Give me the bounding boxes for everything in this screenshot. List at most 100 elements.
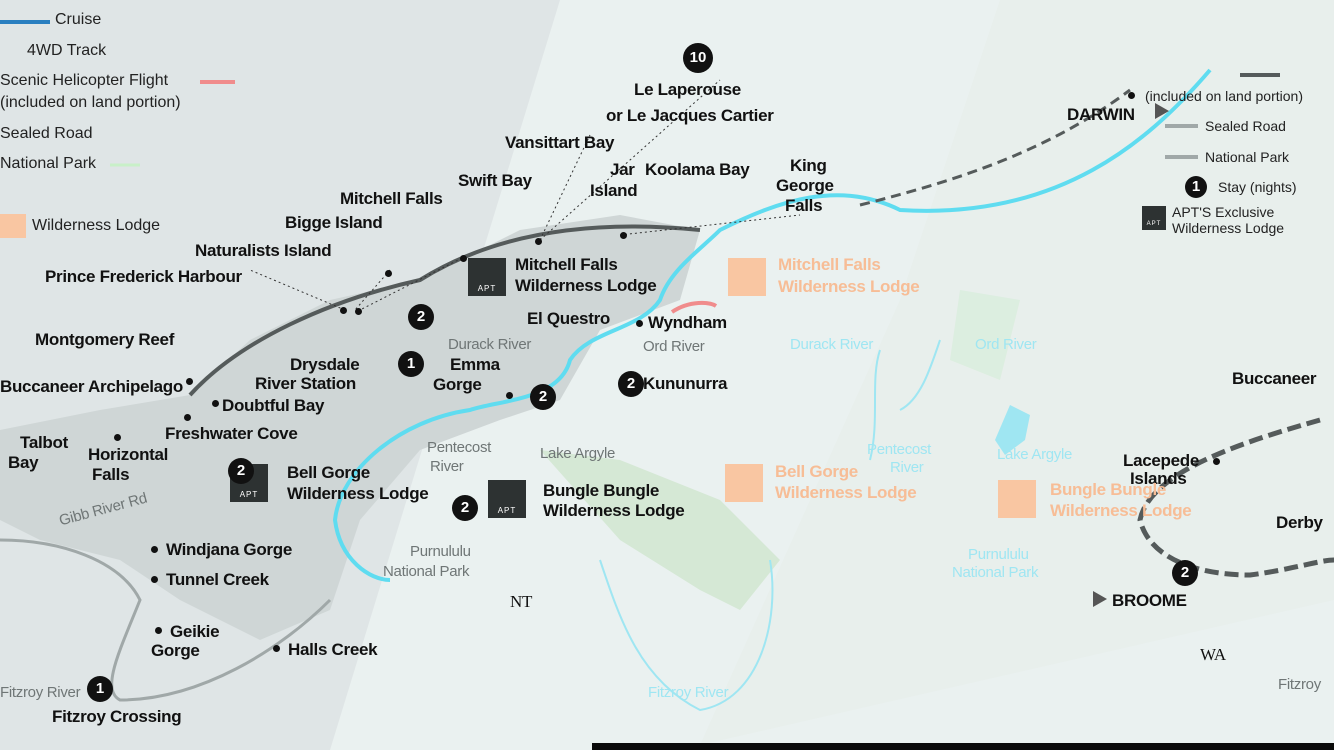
sealed-road [0,538,332,702]
4wd-track [188,224,701,397]
feature-lake-argyle-faded: Lake Argyle [997,446,1073,463]
feature-fitzroy-river: Fitzroy River [0,684,81,701]
legend-helicopter: Scenic Helicopter Flight [0,72,169,89]
feature-fitzroy-river-faded: Fitzroy River [648,684,729,701]
feature-pentecost-river: Pentecost [427,439,492,456]
feature-ord-river-faded: Ord River [975,336,1037,353]
place-geikie-gorge-2: Gorge [151,641,200,660]
place-horizontal-falls: Horizontal [88,445,169,464]
place-windjana-gorge: Windjana Gorge [166,540,292,559]
river [599,559,774,712]
place-tunnel-creek: Tunnel Creek [166,570,269,589]
location-dot [1213,458,1220,465]
stay-badge: 2 [1172,560,1198,586]
faded-bell-lodge-2: Wilderness Lodge [775,483,917,502]
place-freshwater-cove: Freshwater Cove [165,424,298,443]
place-lacepede: Lacepede [1123,451,1200,470]
location-dot [186,378,193,385]
broome-end-arrow [1093,591,1107,607]
apt-lodge-icon: APT [468,258,506,296]
legend-helicopter-note: (included on land portion) [0,94,181,111]
leader-line [359,257,463,311]
feature-purnululu: Purnululu [410,543,471,560]
legend-lodge-icon [0,214,26,238]
place-montgomery-reef: Montgomery Reef [35,330,175,349]
place-lacepede-2: Islands [1130,469,1187,488]
feature-durack-river: Durack River [448,336,532,353]
state-wa: WA [1200,645,1226,664]
place-geikie-gorge: Geikie [170,622,220,641]
feature-purnululu-faded-2: National Park [952,564,1039,581]
place-king-george-falls: King [790,156,827,175]
feature-ord-river: Ord River [643,338,705,355]
leader-line [539,134,591,241]
faded-bungle-lodge-2: Wilderness Lodge [1050,501,1192,520]
location-dot [535,238,542,245]
feature-durack-river-faded: Durack River [790,336,874,353]
place-king-george-falls-3: Falls [785,196,823,215]
stay-badge: 2 [228,458,254,484]
faded-bell-lodge: Bell Gorge [775,462,858,481]
helicopter-flight [670,300,718,314]
faded-bungle-lodge: Bungle Bungle [1050,480,1167,499]
place-jar-island-2: Island [590,181,638,200]
location-dot [1128,92,1135,99]
place-bungle-bungle-2: Wilderness Lodge [543,501,685,520]
stay-badge: 10 [683,43,713,73]
stay-badge: 2 [452,495,478,521]
bottom-bar [592,743,1334,750]
location-dot [151,546,158,553]
place-wyndham: Wyndham [648,313,727,332]
location-dot [636,320,643,327]
location-dot [355,308,362,315]
stay-badge: 1 [87,676,113,702]
leader-line [619,214,801,236]
place-mitchell-falls: Mitchell Falls [340,189,443,208]
place-fitzroy-crossing: Fitzroy Crossing [52,707,182,726]
location-dot [212,400,219,407]
place-doubtful-bay: Doubtful Bay [222,396,325,415]
place-jar-island: Jar [610,160,635,179]
location-dot [620,232,627,239]
place-halls-creek: Halls Creek [288,640,378,659]
place-horizontal-falls-2: Falls [92,465,130,484]
stay-badge: 2 [530,384,556,410]
place-le-laperouse: Le Laperouse [634,80,741,99]
location-dot [184,414,191,421]
place-talbot-bay-2: Bay [8,453,39,472]
faded-mitchell-lodge: Mitchell Falls [778,255,881,274]
lodge-icon-faded [728,258,766,296]
location-dot [151,576,158,583]
stay-badge: 2 [618,371,644,397]
legend-apt-icon: APT [1142,206,1166,230]
location-dot [340,307,347,314]
place-koolama-bay: Koolama Bay [645,160,750,179]
place-drysdale: Drysdale [290,355,360,374]
faded-mitchell-lodge-2: Wilderness Lodge [778,277,920,296]
feature-lake-argyle: Lake Argyle [540,445,616,462]
legend-national-park: National Park [1205,149,1290,165]
legend-heli-note: (included on land portion) [1145,88,1303,104]
state-nt: NT [510,592,533,611]
stay-badge: 1 [398,351,424,377]
4wd-track [1137,417,1334,578]
place-talbot-bay: Talbot [20,433,68,452]
feature-fitzroy-right: Fitzroy [1278,676,1321,693]
location-dot [506,392,513,399]
place-buccaneer-archipelago: Buccaneer Archipelago [0,377,183,396]
place-king-george-falls-2: George [776,176,834,195]
location-dot [273,645,280,652]
legend-sealed-road: Sealed Road [0,125,93,142]
legend-stay-badge: 1 [1185,176,1207,198]
place-mitchell-falls-lodge-2: Wilderness Lodge [515,276,657,295]
legend-stay: Stay (nights) [1218,179,1297,195]
feature-pentecost-faded-2: River [890,459,924,476]
place-le-jacques-cartier: or Le Jacques Cartier [606,106,774,125]
place-vansittart-bay: Vansittart Bay [505,133,615,152]
lake-argyle-shape [995,405,1030,455]
location-dot [385,270,392,277]
place-buccaneer-right: Buccaneer [1232,369,1317,388]
place-broome: BROOME [1112,591,1187,610]
feature-pentecost-faded: Pentecost [867,441,932,458]
